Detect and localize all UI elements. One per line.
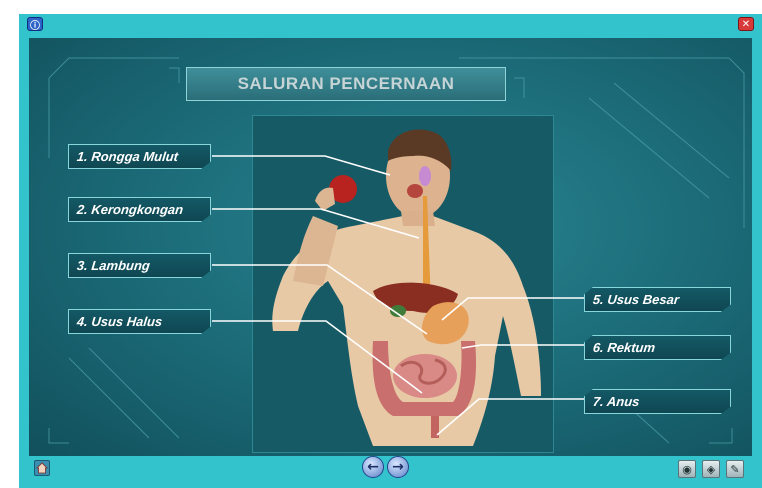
label-rektum[interactable]: 6. Rektum bbox=[584, 335, 731, 360]
page-title-text: SALURAN PENCERNAAN bbox=[238, 74, 455, 94]
book-button[interactable]: ◈ bbox=[702, 460, 720, 478]
label-usus-halus[interactable]: 4. Usus Halus bbox=[68, 309, 211, 334]
home-icon bbox=[36, 462, 48, 474]
content-stage: SALURAN PENCERNAAN bbox=[29, 38, 752, 456]
globe-button[interactable]: ◉ bbox=[678, 460, 696, 478]
pencil-icon: ✎ bbox=[730, 463, 739, 476]
anatomy-image bbox=[252, 115, 554, 453]
close-icon: ✕ bbox=[742, 19, 750, 30]
arrow-left-icon: ← bbox=[367, 460, 379, 474]
label-anus[interactable]: 7. Anus bbox=[584, 389, 731, 414]
info-icon: ⓘ bbox=[30, 17, 40, 32]
label-lambung[interactable]: 3. Lambung bbox=[68, 253, 211, 278]
previous-button[interactable]: ← bbox=[362, 456, 384, 478]
label-usus-besar[interactable]: 5. Usus Besar bbox=[584, 287, 731, 312]
digestive-system-illustration bbox=[253, 116, 555, 454]
next-button[interactable]: → bbox=[387, 456, 409, 478]
home-button[interactable] bbox=[34, 460, 50, 476]
label-kerongkongan[interactable]: 2. Kerongkongan bbox=[68, 197, 211, 222]
close-button[interactable]: ✕ bbox=[738, 17, 754, 31]
label-rongga-mulut[interactable]: 1. Rongga Mulut bbox=[68, 144, 211, 169]
globe-icon: ◉ bbox=[682, 463, 692, 476]
bottom-toolbar: ← → ◉ ◈ ✎ bbox=[19, 456, 762, 488]
arrow-right-icon: → bbox=[392, 460, 404, 474]
page-title: SALURAN PENCERNAAN bbox=[186, 67, 506, 101]
app-window: ⓘ ✕ SALURAN PENCERNAAN bbox=[19, 14, 762, 488]
pencil-button[interactable]: ✎ bbox=[726, 460, 744, 478]
book-icon: ◈ bbox=[707, 463, 715, 476]
info-button[interactable]: ⓘ bbox=[27, 17, 43, 31]
